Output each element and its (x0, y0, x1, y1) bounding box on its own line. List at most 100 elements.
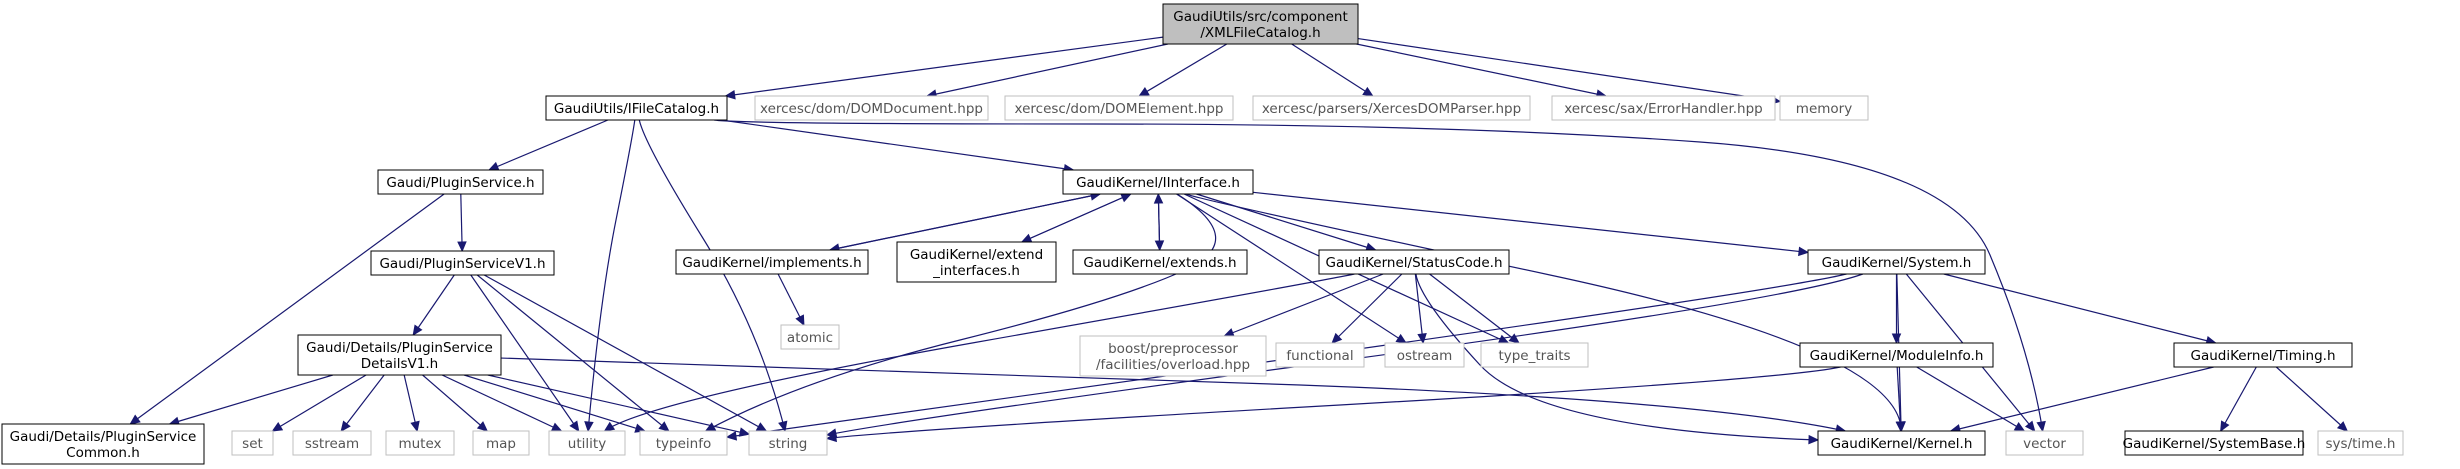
edge-statuscode-to-ostream (1414, 273, 1427, 345)
node-label: xercesc/dom/DOMDocument.hpp (760, 101, 983, 117)
node-memory: memory (1779, 95, 1869, 121)
edge-xmlfilecatalog-to-errorhandler (1356, 43, 1608, 99)
edge-implements-to-iinterface (829, 191, 1102, 251)
node-domdocument: xercesc/dom/DOMDocument.hpp (754, 95, 989, 121)
node-label: Gaudi/PluginService.h (386, 175, 534, 191)
node-box (754, 95, 989, 121)
node-box (675, 249, 869, 275)
node-label: xercesc/parsers/XercesDOMParser.hpp (1262, 101, 1521, 117)
node-box (1551, 95, 1776, 121)
edge-detailsv1-to-sstream (340, 374, 385, 432)
node-box (1318, 249, 1510, 275)
node-label: GaudiKernel/SystemBase.h (2123, 436, 2306, 452)
node-label: string (769, 436, 808, 452)
edge-detailsv1-to-map (422, 374, 489, 432)
node-systembase[interactable]: GaudiKernel/SystemBase.h (2123, 430, 2306, 456)
node-label: GaudiKernel/ModuleInfo.h (1810, 348, 1984, 364)
edge-timing-to-systembase (2220, 366, 2257, 433)
edge-ifilecatalog-to-pluginservice (487, 119, 609, 171)
node-sstream: sstream (292, 430, 372, 456)
node-pluginservice[interactable]: Gaudi/PluginService.h (377, 169, 544, 195)
node-label: _interfaces.h (932, 263, 1020, 279)
node-box (2005, 430, 2084, 456)
node-utility: utility (548, 430, 626, 456)
node-label: vector (2023, 436, 2066, 452)
node-timing[interactable]: GaudiKernel/Timing.h (2173, 342, 2353, 368)
edge-iinterface-to-system (1252, 191, 1810, 257)
node-boostoverload: boost/preprocessor/facilities/overload.h… (1079, 335, 1267, 377)
node-ifilecatalog[interactable]: GaudiUtils/IFileCatalog.h (545, 95, 728, 121)
edge-ifilecatalog-to-iinterface (720, 119, 1075, 174)
node-label: GaudiUtils/IFileCatalog.h (554, 101, 719, 117)
node-box (545, 95, 728, 121)
edge-statuscode-to-type_traits (1429, 273, 1520, 344)
node-label: Common.h (66, 445, 140, 461)
node-label: Gaudi/Details/PluginService (10, 429, 197, 445)
edge-statuscode-to-functional (1331, 273, 1403, 344)
node-box (2317, 430, 2404, 456)
node-box (1275, 342, 1365, 368)
node-box (1004, 95, 1234, 121)
node-label: Gaudi/PluginServiceV1.h (379, 256, 545, 272)
node-label: GaudiKernel/extend (910, 247, 1043, 263)
edge-iinterface-to-kernel (1185, 193, 1906, 433)
edge-iinterface-to-ostream (1176, 193, 1408, 344)
node-label: utility (568, 436, 606, 452)
node-box (639, 430, 728, 456)
edge-moduleinfo-to-string (825, 366, 1841, 443)
node-box (1252, 95, 1531, 121)
edge-ifilecatalog-to-vector (714, 119, 2046, 433)
node-box (1072, 249, 1248, 275)
edge-xmlfilecatalog-to-ifilecatalog (724, 36, 1164, 100)
node-box (377, 169, 544, 195)
edge-implements-to-atomic (777, 273, 805, 327)
node-label: mutex (398, 436, 441, 452)
node-extend_interfaces[interactable]: GaudiKernel/extend_interfaces.h (896, 241, 1057, 283)
node-statuscode[interactable]: GaudiKernel/StatusCode.h (1318, 249, 1510, 275)
node-box (1162, 3, 1359, 45)
node-label: typeinfo (656, 436, 711, 452)
node-box (1817, 430, 1986, 456)
nodes-layer: GaudiUtils/src/component/XMLFileCatalog.… (1, 3, 2404, 465)
node-pluginservicev1[interactable]: Gaudi/PluginServiceV1.h (370, 250, 555, 276)
edge-detailsv1-to-set (271, 374, 367, 432)
node-box (1, 423, 205, 465)
node-mutex: mutex (385, 430, 455, 456)
edge-timing-to-systime (2275, 366, 2349, 432)
node-label: GaudiUtils/src/component (1173, 9, 1348, 25)
node-label: xercesc/sax/ErrorHandler.hpp (1564, 101, 1763, 117)
node-label: functional (1286, 348, 1353, 364)
node-label: sys/time.h (2326, 436, 2396, 452)
node-kernel[interactable]: GaudiKernel/Kernel.h (1817, 430, 1986, 456)
node-box (1062, 169, 1254, 195)
node-xercesdomparser: xercesc/parsers/XercesDOMParser.hpp (1252, 95, 1531, 121)
edge-detailsv1-to-common (168, 374, 334, 426)
node-iinterface[interactable]: GaudiKernel/IInterface.h (1062, 169, 1254, 195)
node-label: GaudiKernel/System.h (1822, 255, 1972, 271)
edge-system-to-moduleinfo (1891, 274, 1902, 345)
edge-pluginservice-to-pluginservicev1 (457, 193, 467, 253)
node-box (385, 430, 455, 456)
node-label: GaudiKernel/extends.h (1083, 255, 1236, 271)
node-box (1384, 342, 1465, 368)
node-box (1480, 342, 1589, 368)
node-implements[interactable]: GaudiKernel/implements.h (675, 249, 869, 275)
node-system[interactable]: GaudiKernel/System.h (1807, 249, 1986, 275)
node-box (1799, 342, 1994, 368)
node-moduleinfo[interactable]: GaudiKernel/ModuleInfo.h (1799, 342, 1994, 368)
node-errorhandler: xercesc/sax/ErrorHandler.hpp (1551, 95, 1776, 121)
edge-detailsv1-to-mutex (403, 374, 420, 433)
node-box (1779, 95, 1869, 121)
node-ostream: ostream (1384, 342, 1465, 368)
node-box (2173, 342, 2353, 368)
node-extends[interactable]: GaudiKernel/extends.h (1072, 249, 1248, 275)
node-label: sstream (305, 436, 359, 452)
node-domelement: xercesc/dom/DOMElement.hpp (1004, 95, 1234, 121)
edge-detailsv1-to-utility (441, 374, 563, 432)
node-box (1807, 249, 1986, 275)
edge-extends-to-iinterface (1153, 192, 1164, 251)
node-xmlfilecatalog[interactable]: GaudiUtils/src/component/XMLFileCatalog.… (1162, 3, 1359, 45)
node-box (472, 430, 530, 456)
